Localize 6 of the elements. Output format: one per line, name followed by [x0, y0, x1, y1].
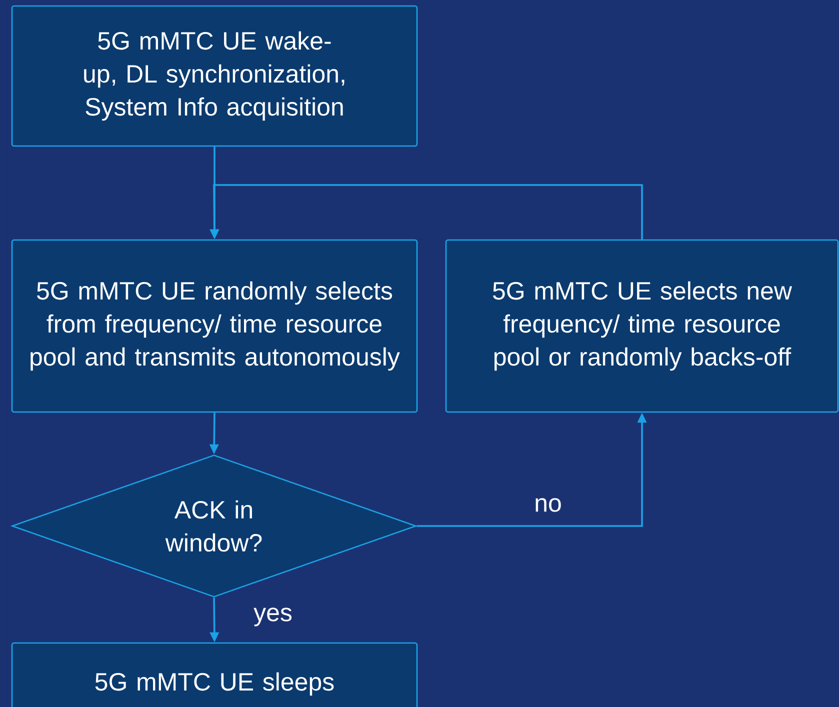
edge-label: yes [252, 606, 294, 628]
process-box: 5G mMTC UE randomly selects from frequency/ time resource pool and transmits autonomously [11, 239, 418, 413]
edge-label: no [532, 496, 564, 514]
process-box: 5G mMTC UE sleeps [11, 642, 418, 707]
process-box: 5G mMTC UE wake-up, DL synchronization, System Info acquisition [11, 5, 418, 147]
process-box: 5G mMTC UE selects new frequency/ time resource pool or randomly backs-off [445, 239, 839, 413]
